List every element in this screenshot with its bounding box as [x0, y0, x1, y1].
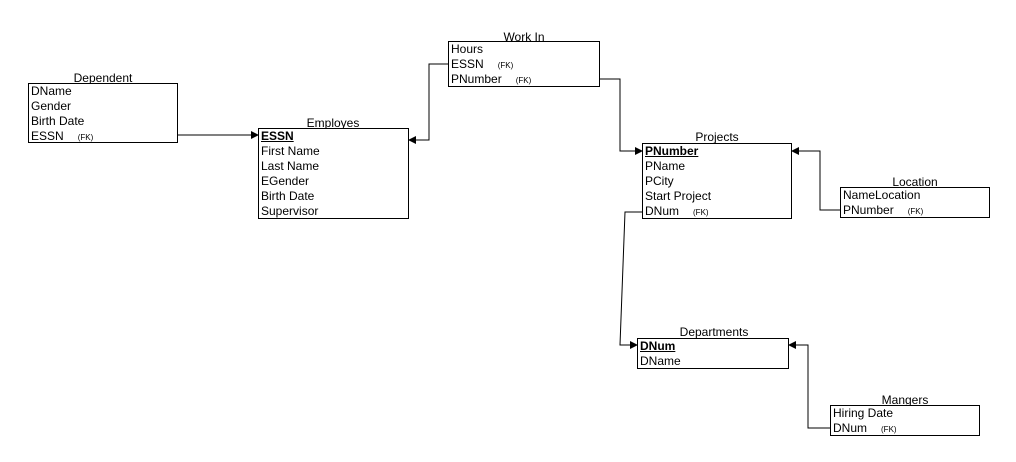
- field-name: ESSN: [261, 129, 294, 143]
- connector-location-projects: [791, 147, 840, 211]
- field-name: PNumber: [843, 203, 894, 217]
- field-row[interactable]: Hiring Date: [831, 406, 979, 421]
- field-name: DName: [31, 84, 72, 98]
- field-row[interactable]: Hours: [449, 42, 599, 57]
- entity-title-dependent: Dependent: [73, 71, 133, 85]
- entity-title-location: Location: [892, 175, 938, 189]
- field-row[interactable]: PNumber (FK): [449, 72, 599, 87]
- field-row[interactable]: ESSN: [259, 129, 408, 144]
- field-row[interactable]: First Name: [259, 144, 408, 159]
- field-name: Hours: [451, 42, 484, 56]
- field-name: DName: [640, 354, 681, 368]
- field-row[interactable]: PName: [643, 159, 791, 174]
- field-row[interactable]: DNum (FK): [643, 204, 791, 219]
- entity-title-departments: Departments: [679, 325, 749, 339]
- fk-tag: (FK): [497, 61, 514, 70]
- field-row[interactable]: PNumber: [643, 144, 791, 159]
- field-row[interactable]: EGender: [259, 174, 408, 189]
- entity-title-projects: Projects: [695, 130, 739, 144]
- field-row[interactable]: Birth Date: [29, 114, 177, 129]
- field-name: PNumber: [645, 144, 699, 158]
- field-name: Start Project: [645, 189, 712, 203]
- fk-tag: (FK): [693, 208, 709, 217]
- field-name: ESSN: [31, 129, 64, 143]
- field-row[interactable]: DNum: [638, 339, 788, 354]
- field-name: NameLocation: [843, 188, 921, 202]
- connector-workin-employes: [408, 63, 448, 144]
- field-row[interactable]: Gender: [29, 99, 177, 114]
- field-name: DNum: [640, 339, 676, 353]
- field-name: PNumber: [451, 72, 502, 86]
- connector-workin-projects: [600, 78, 643, 155]
- field-name: DNum: [833, 421, 868, 435]
- field-name: DNum: [645, 204, 680, 218]
- field-name: Birth Date: [31, 114, 85, 128]
- field-row[interactable]: DName: [29, 84, 177, 99]
- field-name: PCity: [645, 174, 674, 188]
- entity-title-work-in: Work In: [503, 30, 545, 44]
- entity-title-mangers: Mangers: [881, 393, 929, 407]
- field-row[interactable]: ESSN (FK): [29, 129, 177, 144]
- field-row[interactable]: DNum (FK): [831, 421, 979, 436]
- field-name: Supervisor: [261, 204, 319, 218]
- field-name: Gender: [31, 99, 72, 113]
- field-row[interactable]: NameLocation: [841, 188, 989, 203]
- field-row[interactable]: Birth Date: [259, 189, 408, 204]
- fk-tag: (FK): [881, 425, 897, 434]
- field-row[interactable]: Supervisor: [259, 204, 408, 219]
- fk-tag: (FK): [515, 76, 532, 85]
- field-name: PName: [645, 159, 686, 173]
- field-name: First Name: [261, 144, 320, 158]
- field-name: Birth Date: [261, 189, 315, 203]
- field-name: ESSN: [451, 57, 484, 71]
- field-row[interactable]: ESSN (FK): [449, 57, 599, 72]
- field-row[interactable]: PCity: [643, 174, 791, 189]
- field-row[interactable]: Last Name: [259, 159, 408, 174]
- field-name: Hiring Date: [833, 406, 894, 420]
- field-row[interactable]: DName: [638, 354, 788, 369]
- field-name: Last Name: [261, 159, 320, 173]
- field-row[interactable]: Start Project: [643, 189, 791, 204]
- connector-mangers-departments: [788, 341, 830, 429]
- fk-tag: (FK): [907, 207, 924, 216]
- field-name: EGender: [261, 174, 310, 188]
- fk-tag: (FK): [77, 133, 94, 142]
- entity-title-employes: Employes: [306, 116, 360, 130]
- connector-projects-departments: [619, 211, 642, 349]
- field-row[interactable]: PNumber (FK): [841, 203, 989, 218]
